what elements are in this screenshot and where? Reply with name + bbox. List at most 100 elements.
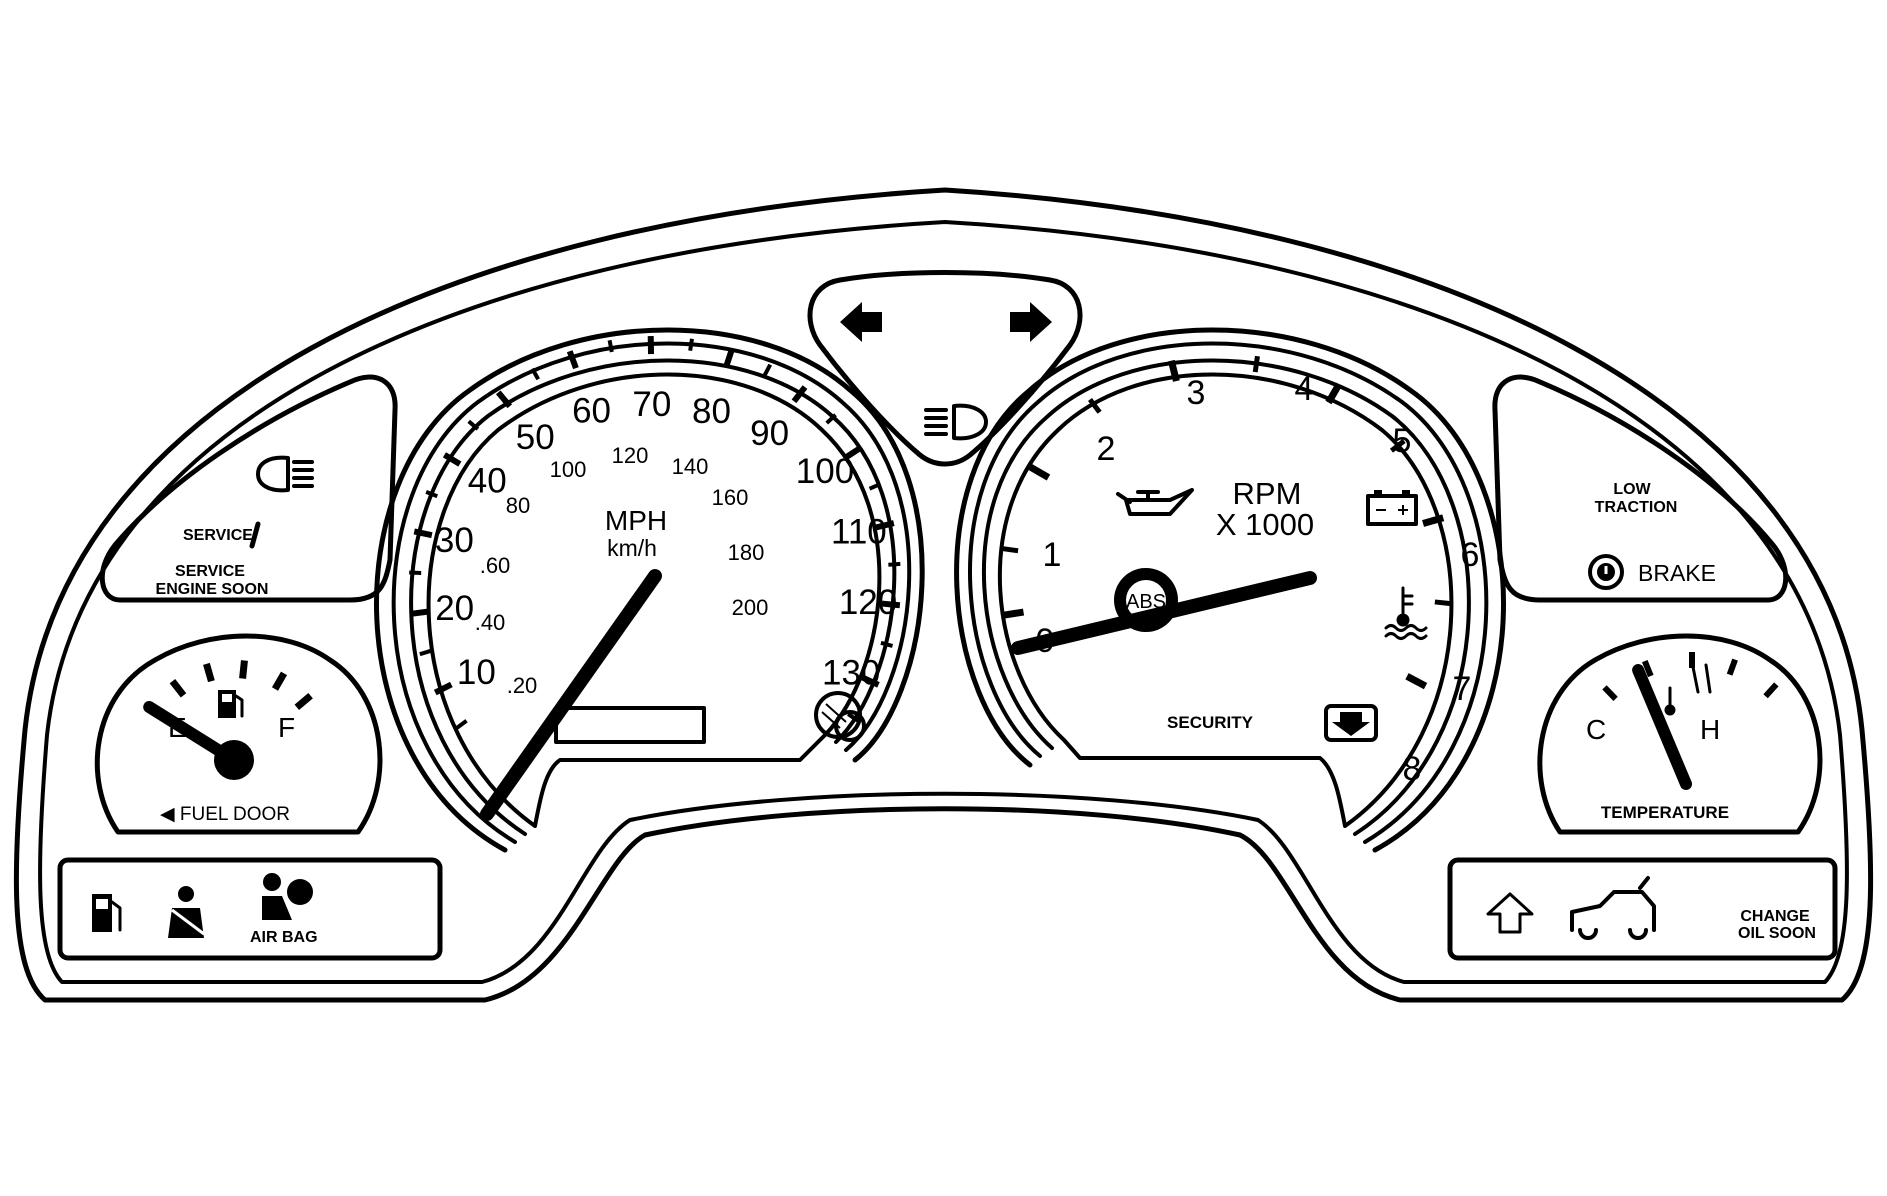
airbag-icon [262, 873, 313, 920]
tachometer-rpm-label: 6 [1461, 536, 1480, 574]
fuel-gauge-hub [214, 740, 254, 780]
temperature-gauge-tick [1604, 687, 1615, 699]
tachometer-rpm-label: 3 [1187, 374, 1206, 412]
speedometer-mph-label: 30 [435, 521, 474, 560]
tachometer-tick [1030, 467, 1048, 478]
temperature-hot-label: H [1700, 714, 1720, 745]
tachometer-tick [1407, 676, 1426, 686]
tachometer-rpm-label: 7 [1453, 670, 1472, 708]
fuel-gauge-tick [206, 664, 211, 681]
tachometer-tick [1171, 361, 1176, 381]
speedometer-mph-label: 110 [831, 513, 887, 552]
speedometer-kmh-label: .20 [507, 673, 538, 698]
battery-icon [1368, 490, 1416, 524]
speedometer-tick [570, 351, 576, 368]
speedometer-tick [411, 611, 429, 613]
oil-can-icon [1118, 490, 1192, 514]
tachometer-rpm-label: 5 [1393, 422, 1412, 460]
low-traction-line2: TRACTION [1595, 499, 1678, 516]
tachometer-tick [1002, 549, 1018, 551]
upshift-arrow-icon [1488, 894, 1532, 932]
brake-icon [1590, 556, 1622, 588]
low-traction-line1: LOW [1613, 481, 1651, 498]
fuel-gauge-tick [275, 673, 284, 689]
tachometer-title-x1000: X 1000 [1216, 507, 1314, 542]
tachometer-tick [1255, 356, 1257, 372]
fuel-full-label: F [278, 712, 295, 743]
coolant-small-icon [1666, 688, 1674, 714]
temperature-cold-label: C [1586, 714, 1606, 745]
cluster-outer-housing [16, 190, 1870, 1000]
speedometer-kmh-label: 180 [728, 540, 765, 565]
fuel-gauge-tick [243, 661, 245, 679]
fuel-pump-icon [218, 690, 242, 718]
tachometer-rpm-label: 2 [1097, 430, 1116, 468]
tachometer-tick [1435, 602, 1451, 604]
speedometer-kmh-label: 200 [732, 595, 769, 620]
speedometer-kmh-label: 80 [506, 493, 530, 518]
speedometer-tick [888, 564, 900, 565]
fuel-gauge-bezel [97, 636, 380, 832]
temperature-gauge-tick [1730, 660, 1735, 675]
speedometer-unit-kmh: km/h [607, 535, 657, 561]
speedometer-mph-label: 120 [839, 583, 897, 622]
service-engine-soon-line2: ENGINE SOON [156, 581, 269, 598]
speedometer-mph-label: 50 [516, 418, 555, 457]
tachometer-rpm-label: 4 [1295, 370, 1314, 408]
fuel-pump-telltale-icon [92, 894, 120, 932]
change-oil-soon-line1: CHANGE [1740, 908, 1810, 925]
speedometer-dial-face [429, 375, 880, 827]
tachometer-rpm-label: 8 [1403, 750, 1422, 788]
speedometer-kmh-label: 100 [550, 457, 587, 482]
speedometer-kmh-label: 140 [672, 454, 709, 479]
fuel-gauge-tick [297, 696, 311, 708]
speedometer-tick [414, 531, 432, 535]
temperature-gauge-tick [1766, 684, 1777, 696]
fuel-gauge-tick [172, 681, 183, 695]
vehicle-icon [1572, 878, 1654, 938]
tachometer-title-rpm: RPM [1233, 476, 1302, 511]
tachometer: 012345678 RPM X 1000 ABS SECURITY [957, 330, 1504, 850]
speedometer-mph-label: 80 [692, 392, 731, 431]
tachometer-tick [1329, 384, 1340, 402]
fog-lamp-icon [258, 458, 312, 491]
airbag-label: AIR BAG [250, 929, 318, 946]
temperature-gauge-needle [1638, 670, 1686, 784]
speedometer-kmh-label: 120 [612, 443, 649, 468]
service-engine-soon-line1: SERVICE [175, 563, 245, 580]
security-icon [1326, 706, 1376, 740]
speedometer-unit-mph: MPH [605, 505, 667, 536]
speedometer-mph-label: 20 [435, 589, 474, 628]
brake-label: BRAKE [1638, 560, 1716, 586]
speedometer-tick [426, 492, 437, 496]
speedometer-tick [727, 348, 733, 365]
high-beam-icon [926, 406, 986, 439]
speedometer-tick [420, 651, 431, 655]
odometer-display [556, 708, 704, 742]
speedometer-mph-label: 70 [632, 385, 671, 424]
left-turn-arrow-icon [840, 302, 882, 342]
speedometer-kmh-label: .60 [480, 553, 511, 578]
coolant-temp-icon [1386, 588, 1426, 639]
temperature-label: TEMPERATURE [1601, 803, 1729, 822]
seatbelt-icon [168, 886, 204, 938]
speedometer-mph-label: 100 [796, 452, 854, 491]
speedometer-tick [690, 339, 692, 351]
speedometer-kmh-label: 160 [712, 485, 749, 510]
tachometer-rpm-label: 1 [1043, 536, 1062, 574]
speedometer-tick [881, 643, 893, 646]
speedometer-mph-label: 130 [822, 653, 880, 692]
speedometer-tick [765, 365, 771, 376]
speedometer-tick [610, 340, 612, 352]
fuel-door-label: ◀ FUEL DOOR [160, 804, 290, 825]
change-oil-soon-line2: OIL SOON [1738, 925, 1816, 942]
temperature-gauge-ticks [1604, 652, 1776, 699]
speedometer-mph-label: 40 [468, 462, 507, 501]
security-label: SECURITY [1167, 713, 1254, 732]
speedometer-mph-label: 10 [457, 653, 496, 692]
tachometer-tick [1003, 612, 1024, 615]
